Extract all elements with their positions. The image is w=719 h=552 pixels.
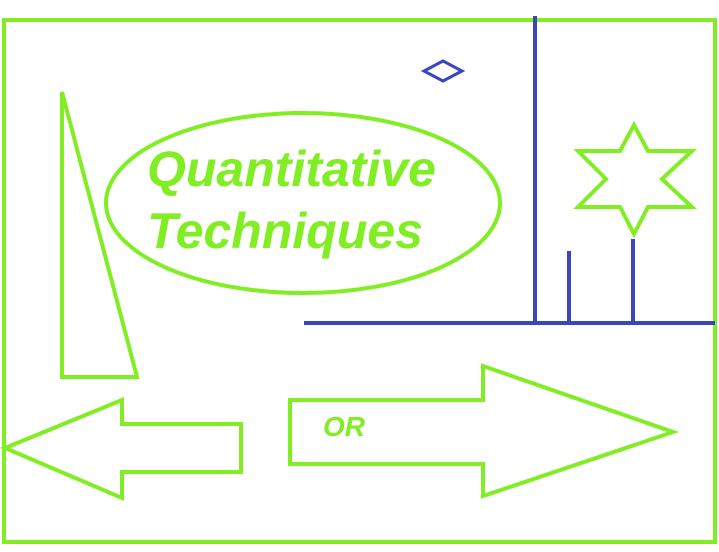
title-line-2: Techniques (147, 203, 423, 259)
tall-triangle (60, 91, 140, 379)
title-line-1: Quantitative (147, 141, 436, 197)
six-pointed-star (573, 120, 698, 239)
title-ellipse (104, 111, 502, 295)
outer-border-frame (2, 18, 717, 544)
left-arrow (0, 397, 243, 502)
arrow-label-or: OR (323, 411, 366, 442)
right-arrow (288, 363, 680, 499)
small-diamond (420, 59, 466, 83)
